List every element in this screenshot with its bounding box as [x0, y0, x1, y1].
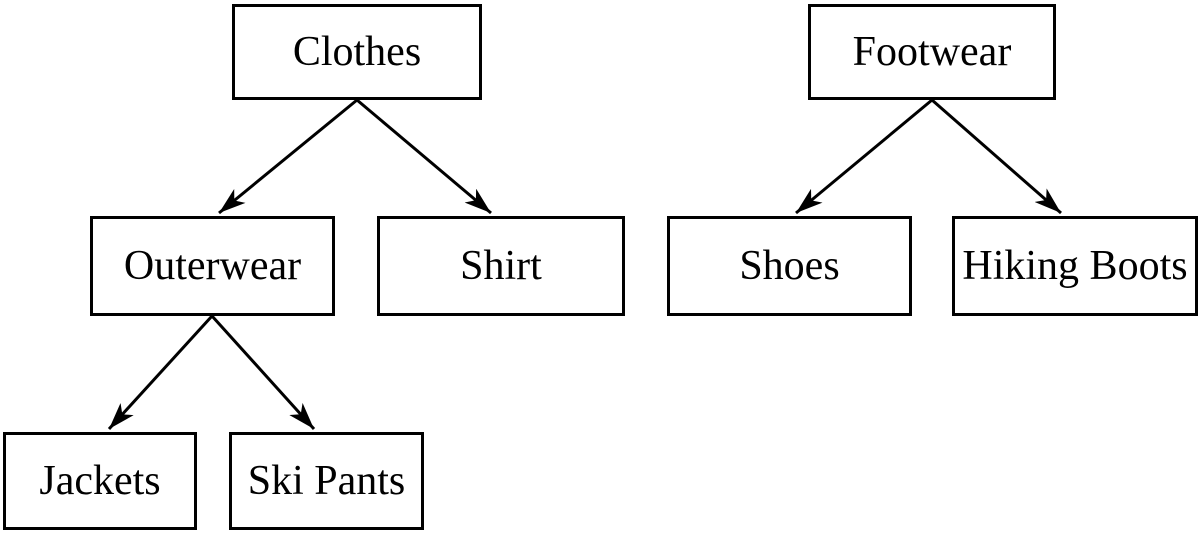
- node-footwear: Footwear: [808, 4, 1056, 100]
- edge-footwear-shoes: [795, 98, 933, 215]
- node-outerwear: Outerwear: [90, 216, 335, 316]
- node-ski-pants-label: Ski Pants: [247, 458, 406, 504]
- node-hiking-boots-label: Hiking Boots: [962, 243, 1188, 289]
- node-shirt-label: Shirt: [460, 243, 542, 289]
- node-jackets-label: Jackets: [39, 458, 161, 504]
- edge-outerwear-ski-pants: [210, 314, 316, 431]
- edge-outerwear-jackets: [107, 314, 214, 431]
- node-clothes-label: Clothes: [292, 29, 422, 75]
- edge-clothes-shirt: [356, 98, 492, 215]
- node-shirt: Shirt: [377, 216, 625, 316]
- node-ski-pants: Ski Pants: [229, 432, 424, 530]
- node-shoes: Shoes: [667, 216, 912, 316]
- node-outerwear-label: Outerwear: [123, 243, 302, 289]
- node-clothes: Clothes: [232, 4, 482, 100]
- node-footwear-label: Footwear: [852, 29, 1012, 75]
- edge-clothes-outerwear: [218, 98, 358, 215]
- node-hiking-boots: Hiking Boots: [952, 216, 1198, 316]
- node-shoes-label: Shoes: [739, 243, 840, 289]
- edge-footwear-hiking-boots: [931, 98, 1062, 215]
- node-jackets: Jackets: [3, 432, 197, 530]
